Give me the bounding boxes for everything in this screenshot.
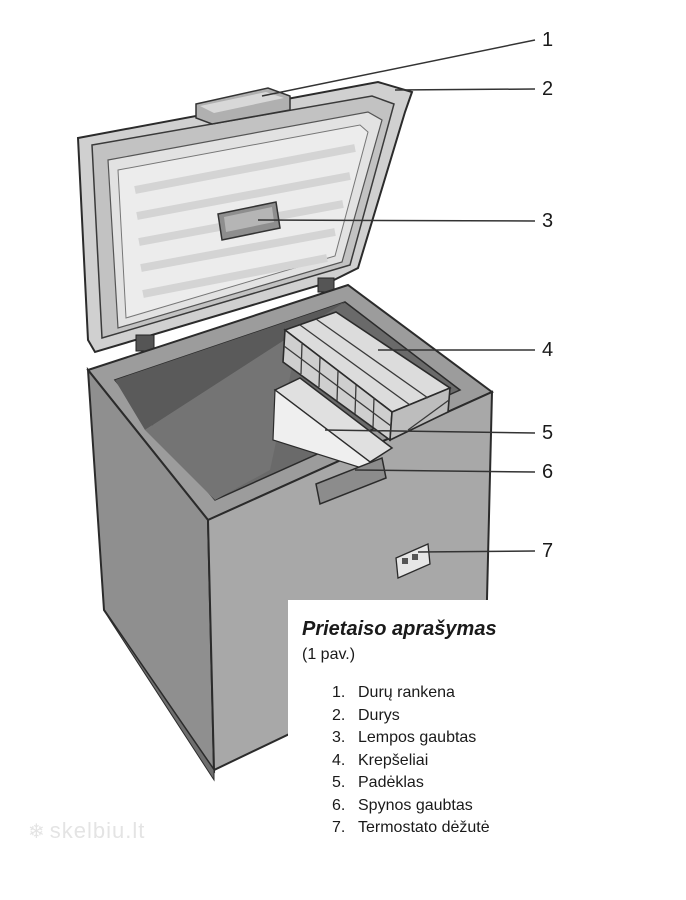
legend-item: 2. Durys — [332, 705, 490, 728]
leader-lines — [257, 39, 536, 553]
callout-7: 7 — [542, 540, 554, 562]
legend-item-label: Padėklas — [358, 774, 424, 791]
leader-line-6 — [354, 469, 536, 473]
legend-item: 6. Spynos gaubtas — [332, 795, 490, 818]
legend-item-label: Spynos gaubtas — [358, 796, 473, 814]
leader-line-3 — [257, 219, 536, 222]
watermark-text: skelbiu.lt — [49, 818, 146, 843]
leader-line-2 — [394, 88, 536, 91]
door-handle — [195, 87, 291, 125]
legend-item-number: 1. — [332, 684, 346, 701]
legend-item: 4. Krepšeliai — [332, 750, 490, 773]
legend-item-label: Durų rankena — [358, 684, 455, 701]
legend-item: 7. Termostato dėžutė — [332, 817, 490, 840]
legend-title: Prietaiso aprašymas — [302, 618, 497, 640]
legend-item-label: Lempos gaubtas — [358, 729, 477, 746]
callout-3: 3 — [542, 210, 554, 232]
leader-line-5 — [324, 429, 536, 434]
leader-line-1 — [261, 39, 536, 97]
tray — [272, 377, 394, 471]
legend-item: 1. Durų rankena — [332, 682, 490, 705]
basket — [282, 311, 452, 442]
legend-item-label: Termostato dėžutė — [358, 819, 490, 836]
callout-2: 2 — [542, 78, 554, 100]
legend-item-number: 5. — [332, 774, 346, 791]
watermark: ❄skelbiu.lt — [28, 818, 145, 844]
callout-4: 4 — [542, 339, 554, 361]
legend-item-label: Krepšeliai — [358, 751, 429, 769]
legend-item-number: 3. — [332, 729, 346, 746]
legend-item-number: 7. — [332, 819, 346, 836]
leader-line-7 — [417, 550, 536, 553]
legend-item-number: 6. — [332, 796, 346, 814]
legend-list: 1.Durų rankena 2.Durys 3.Lempos gaubtas … — [332, 682, 490, 840]
snowflake-icon: ❄ — [28, 821, 46, 843]
freezer-lid — [76, 80, 414, 354]
legend-item-number: 2. — [332, 706, 346, 724]
legend-subtitle: (1 pav.) — [302, 646, 356, 663]
callout-1: 1 — [542, 29, 554, 51]
legend-panel: Prietaiso aprašymas (1 pav.) 1. Durų rank… — [288, 600, 686, 900]
callout-6: 6 — [542, 461, 554, 483]
legend-item-label: Durys — [358, 706, 400, 724]
legend-item-number: 4. — [332, 751, 346, 769]
legend-item: 3. Lempos gaubtas — [332, 727, 490, 750]
legend-item: 5. Padėklas — [332, 772, 490, 795]
callout-5: 5 — [542, 422, 554, 444]
